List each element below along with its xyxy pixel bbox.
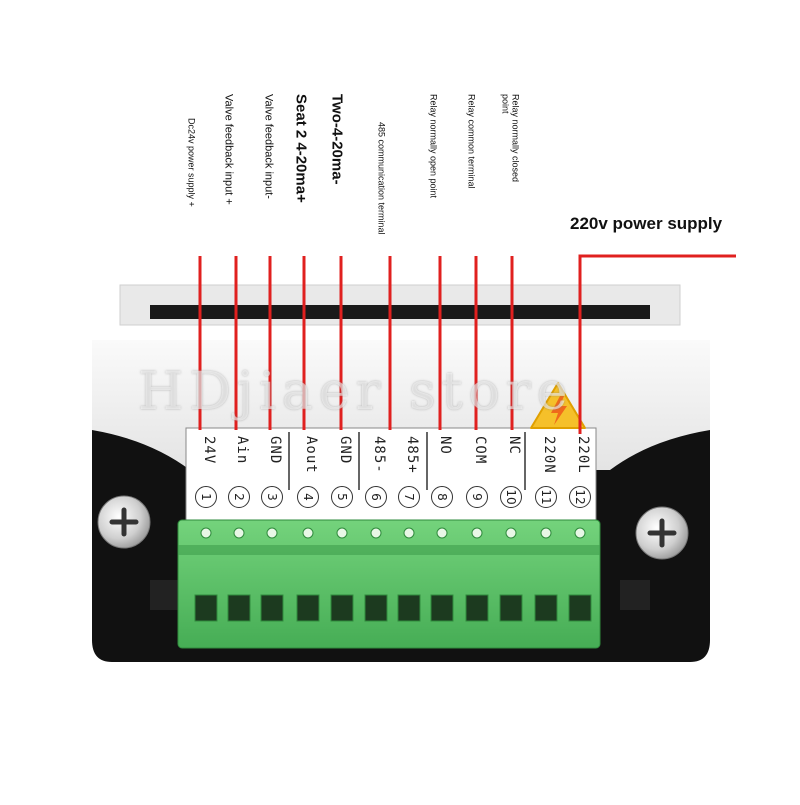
terminal-screw-1 xyxy=(200,527,212,539)
terminal-screw-7 xyxy=(403,527,415,539)
terminal-name: NC xyxy=(506,436,522,455)
terminal-hole-6 xyxy=(364,594,388,622)
terminal-screw-10 xyxy=(505,527,517,539)
terminal-hole-3 xyxy=(260,594,284,622)
terminal-screw-2 xyxy=(233,527,245,539)
label-ain: Valve feedback input + xyxy=(222,94,235,205)
watermark: HDjiaer store xyxy=(138,362,574,422)
terminal-number: 4 xyxy=(297,486,319,508)
terminal-hole-11 xyxy=(534,594,558,622)
terminal-screw-3 xyxy=(266,527,278,539)
terminal-screw-6 xyxy=(370,527,382,539)
screw-icon xyxy=(97,495,151,549)
label-485: 485 communication terminal xyxy=(376,122,387,235)
housing-slot-right xyxy=(620,580,650,610)
terminal-11: 220N 11 xyxy=(533,436,563,516)
label-24v: Dc24v power supply + xyxy=(186,118,197,207)
terminal-number: 3 xyxy=(261,486,283,508)
terminal-5: GND 5 xyxy=(329,436,359,516)
terminal-hole-4 xyxy=(296,594,320,622)
terminal-screw-12 xyxy=(574,527,586,539)
label-no: Relay normally open point xyxy=(428,94,439,199)
terminal-hole-9 xyxy=(465,594,489,622)
terminal-number: 2 xyxy=(228,486,250,508)
terminal-hole-10 xyxy=(499,594,523,622)
terminal-name: COM xyxy=(472,436,488,465)
terminal-number: 5 xyxy=(331,486,353,508)
terminal-6: 485- 6 xyxy=(363,436,393,516)
terminal-label-strip xyxy=(185,427,597,523)
power-wire xyxy=(578,254,736,434)
terminal-hole-5 xyxy=(330,594,354,622)
housing-slot-left xyxy=(150,580,180,610)
terminal-2: Ain 2 xyxy=(226,436,256,516)
terminal-name: NO xyxy=(437,436,453,455)
power-supply-label: 220v power supply xyxy=(570,214,723,233)
terminal-12: 220L 12 xyxy=(567,436,597,516)
screw-icon xyxy=(635,506,689,560)
terminal-name: 485- xyxy=(371,436,387,474)
terminal-hole-7 xyxy=(397,594,421,622)
faceplate-gasket xyxy=(150,305,650,319)
terminal-screw-11 xyxy=(540,527,552,539)
label-gnd2: Two-4-20ma- xyxy=(328,94,346,185)
terminal-7: 485+ 7 xyxy=(396,436,426,516)
terminal-hole-1 xyxy=(194,594,218,622)
terminal-number: 11 xyxy=(535,486,557,508)
terminal-name: Aout xyxy=(303,436,319,474)
label-gnd: Valve feedback input- xyxy=(262,94,275,199)
warning-high-voltage-icon xyxy=(530,382,586,429)
terminal-4: Aout 4 xyxy=(295,436,325,516)
terminal-8: NO 8 xyxy=(429,436,459,516)
terminal-name: Ain xyxy=(234,436,250,465)
terminal-number: 9 xyxy=(466,486,488,508)
terminal-number: 10 xyxy=(500,486,522,508)
terminal-holes xyxy=(194,527,592,622)
terminal-hole-2 xyxy=(227,594,251,622)
terminal-9: COM 9 xyxy=(464,436,494,516)
label-aout: Seat 2 4-20ma+ xyxy=(292,94,310,203)
terminal-number: 6 xyxy=(365,486,387,508)
label-nc: Relay normally closed point xyxy=(500,94,521,183)
terminal-screw-5 xyxy=(336,527,348,539)
terminal-name: 220L xyxy=(575,436,591,474)
terminal-name: 24V xyxy=(201,436,217,465)
terminal-name: 485+ xyxy=(404,436,420,474)
terminal-10: NC 10 xyxy=(498,436,528,516)
pin-wires xyxy=(198,256,514,430)
terminal-3: GND 3 xyxy=(259,436,289,516)
terminal-block-ridge xyxy=(178,545,600,555)
terminal-screw-4 xyxy=(302,527,314,539)
terminal-1: 24V 1 xyxy=(193,436,223,516)
green-terminal-block xyxy=(177,519,601,649)
terminal-group-dividers xyxy=(288,432,526,490)
terminal-name: GND xyxy=(267,436,283,465)
terminal-screw-9 xyxy=(471,527,483,539)
terminal-name: GND xyxy=(337,436,353,465)
terminal-number: 7 xyxy=(398,486,420,508)
terminal-hole-12 xyxy=(568,594,592,622)
label-com: Relay common terminal xyxy=(466,94,477,189)
terminal-number: 8 xyxy=(431,486,453,508)
terminal-number: 1 xyxy=(195,486,217,508)
terminal-hole-8 xyxy=(430,594,454,622)
terminal-screw-8 xyxy=(436,527,448,539)
terminal-name: 220N xyxy=(541,436,557,474)
terminal-number: 12 xyxy=(569,486,591,508)
